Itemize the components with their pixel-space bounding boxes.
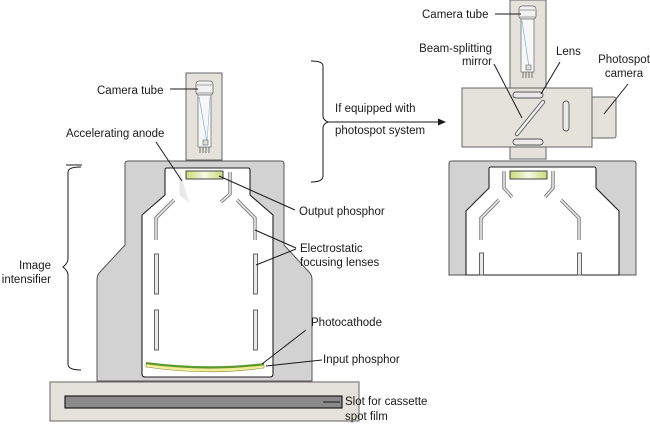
output-phosphor	[185, 170, 224, 180]
left-assembly	[49, 72, 360, 422]
label-photocathode: Photocathode	[311, 317, 382, 329]
accelerating-anode	[179, 172, 232, 204]
arrow-right-icon	[438, 118, 446, 126]
lens-bottom	[512, 138, 544, 146]
label-image-2: intensifier	[2, 274, 51, 286]
label-input-phosphor: Input phosphor	[323, 354, 400, 366]
electrostatic-focusing-lenses	[154, 198, 258, 351]
label-photospot-2: camera	[605, 68, 644, 80]
label-beam-splitting-2: mirror	[462, 56, 492, 68]
photospot-connector	[310, 60, 446, 183]
input-phosphor-photocathode	[145, 362, 265, 373]
lens-side	[562, 100, 570, 132]
label-beam-splitting-1: Beam-splitting	[419, 43, 492, 55]
camera-tube-housing	[185, 72, 223, 161]
label-output-phosphor: Output phosphor	[299, 206, 385, 218]
cassette-slot	[64, 395, 343, 409]
label-electrostatic-2: focusing lenses	[300, 257, 380, 269]
label-slot-2: spot film	[345, 411, 388, 423]
right-assembly	[448, 0, 637, 276]
label-camera-tube-right: Camera tube	[422, 9, 488, 21]
intensifier-cavity	[141, 167, 274, 378]
label-electrostatic-1: Electrostatic	[300, 243, 363, 255]
label-slot-1: Slot for cassette	[345, 396, 427, 408]
label-if-equipped: If equipped with	[335, 103, 416, 115]
lens-top	[512, 91, 544, 99]
camera-tube-icon-right	[518, 5, 537, 78]
photocathode	[146, 362, 264, 369]
label-lens: Lens	[556, 46, 581, 58]
label-image-1: Image	[19, 260, 51, 272]
camera-tube-icon	[195, 80, 214, 153]
label-accelerating-anode: Accelerating anode	[66, 128, 164, 140]
label-photospot-system: photospot system	[335, 125, 425, 137]
beam-splitting-mirror	[515, 100, 545, 136]
image-intensifier-bracket	[62, 166, 82, 371]
label-camera-tube: Camera tube	[97, 85, 163, 97]
photospot-bracket	[310, 60, 330, 183]
label-photospot-1: Photospot	[598, 54, 650, 66]
